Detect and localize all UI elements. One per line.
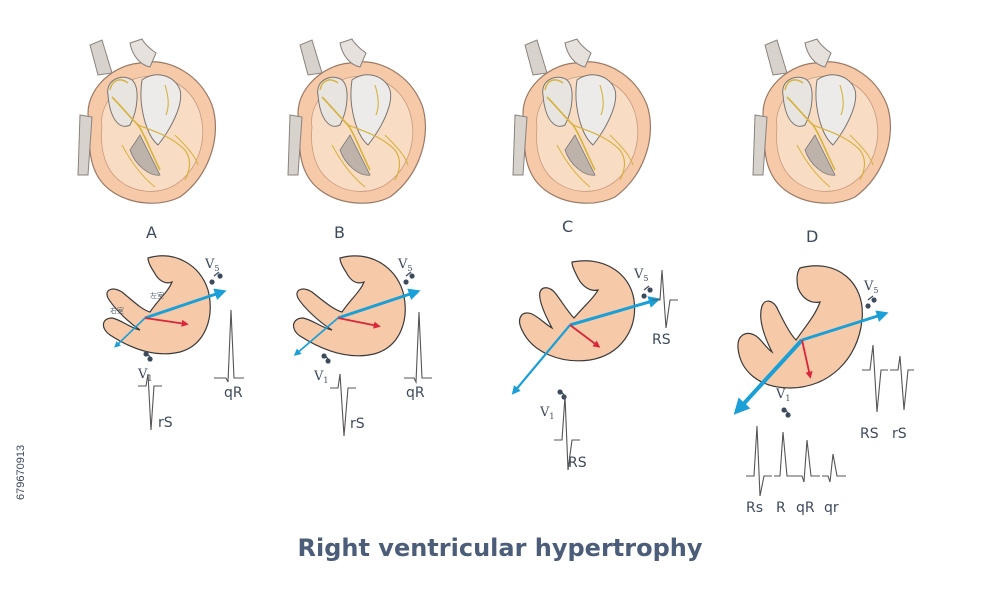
v1-wave-label-1: Rs [746, 500, 763, 516]
v1-lead: V1 [775, 387, 790, 403]
qrs-vector-left [337, 288, 421, 320]
ecg-trace-v1-qr [796, 439, 820, 483]
panel-c: C V5 V1 RS RS [511, 217, 678, 471]
electrode-v5 [209, 271, 223, 285]
panel-letter: D [806, 227, 818, 246]
heart-illustration-d [752, 38, 892, 204]
v1-wave-label-4: qr [824, 500, 839, 516]
septal-vector [569, 324, 601, 348]
electrode-v5 [641, 285, 653, 299]
ecg-trace-v5-rs [862, 344, 888, 413]
qrs-vector-right [114, 317, 146, 348]
ecg-trace-v5-rs-small [890, 355, 914, 411]
ventricle-section [293, 255, 406, 357]
electrode-v5 [403, 271, 415, 285]
heart-illustration-b [287, 38, 427, 204]
ecg-trace-v5 [404, 311, 432, 385]
diagram-title: Right ventricular hypertrophy [298, 534, 703, 562]
v5-wave-label-1: RS [860, 426, 879, 442]
panel-letter: C [562, 217, 573, 236]
septal-vector [337, 317, 381, 329]
electrode-v1 [321, 353, 331, 364]
ecg-trace-v1 [138, 373, 162, 431]
ecg-trace-v1 [554, 395, 580, 471]
panel-d: D V5 V1 RS rS Rs R qR qr [733, 227, 914, 516]
rv-label: 右室 [110, 306, 124, 315]
qrs-vector-left [801, 310, 889, 342]
ecg-trace-v1-rs [746, 425, 772, 497]
v1-wave-label-3: qR [796, 500, 815, 516]
lv-label: 左室 [150, 291, 164, 300]
v5-lead: V5 [863, 279, 878, 295]
heart-illustration-c [512, 38, 652, 204]
electrode-v1 [781, 407, 791, 418]
side-watermark-id: 679670913 [15, 445, 27, 500]
electrode-v1 [557, 389, 567, 400]
ecg-trace-v5 [214, 309, 244, 383]
ventricle-section [737, 265, 863, 389]
v1-wave-label: rS [350, 416, 365, 432]
panel-a: A 左室 右室 V5 V1 qR rS [102, 223, 244, 431]
v1-wave-label: RS [568, 455, 587, 471]
qrs-vector-right [733, 338, 804, 415]
v5-lead: V5 [204, 257, 219, 273]
v5-wave-label: qR [224, 385, 243, 401]
v5-wave-label-2: rS [892, 426, 907, 442]
v5-lead: V5 [633, 267, 648, 283]
qrs-vector-right [511, 324, 571, 395]
panel-b: B V5 V1 qR rS [293, 223, 432, 437]
ecg-trace-v1-qr-small [822, 453, 846, 483]
v1-lead: V1 [539, 405, 554, 421]
panel-letter: A [146, 223, 157, 242]
ventricle-section [519, 260, 636, 362]
septal-vector [801, 339, 813, 379]
ventricle-section [102, 255, 211, 355]
qrs-vector-right [293, 317, 339, 356]
ecg-trace-v1-r [774, 431, 796, 477]
electrode-v5 [865, 295, 877, 309]
ecg-trace-v1 [330, 373, 356, 437]
v1-wave-label-2: R [776, 500, 786, 516]
v5-wave-label: qR [406, 385, 425, 401]
v5-wave-label: RS [652, 332, 671, 348]
septal-vector [144, 317, 189, 327]
ecg-trace-v5 [652, 269, 678, 329]
panel-letter: B [334, 223, 345, 242]
heart-illustration-a [77, 38, 217, 204]
v1-lead: V1 [137, 367, 152, 383]
qrs-vector-left [144, 288, 227, 320]
v1-wave-label: rS [158, 415, 173, 431]
qrs-vector-left [569, 296, 661, 327]
electrode-v1 [143, 351, 153, 362]
v5-lead: V5 [397, 257, 412, 273]
v1-lead: V1 [313, 369, 328, 385]
